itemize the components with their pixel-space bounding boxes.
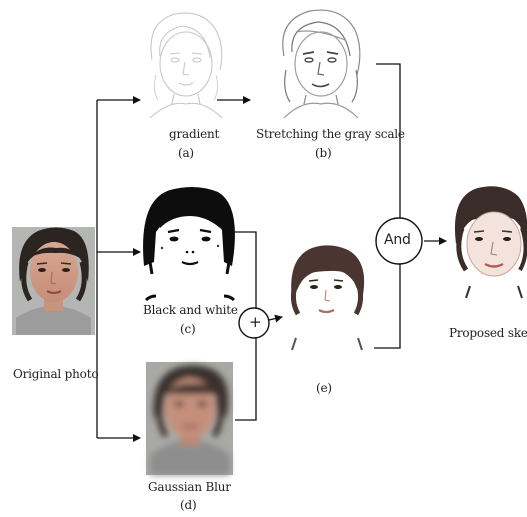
bw-index: (c) — [180, 322, 196, 336]
gradient-index: (a) — [178, 146, 194, 160]
stretch-caption: Stretching the gray scale — [256, 127, 405, 141]
combined-index: (e) — [316, 381, 332, 395]
stretched-grayscale-image — [282, 9, 361, 119]
gaussian-caption: Gaussian Blur — [148, 480, 231, 494]
gradient-caption: gradient — [169, 127, 220, 141]
plus-operator — [238, 307, 270, 339]
and-operator-label: And — [384, 232, 411, 248]
original-photo — [12, 227, 95, 335]
stretch-index: (b) — [315, 146, 332, 160]
proposed-caption: Proposed sket — [449, 326, 527, 340]
gradient-image — [149, 12, 223, 119]
gaussian-index: (d) — [180, 498, 197, 512]
gaussian-blur-image — [146, 362, 233, 475]
original-photo-caption: Original photo — [13, 367, 99, 381]
and-operator — [375, 217, 423, 265]
proposed-sketch-image — [455, 186, 527, 299]
bw-caption: Black and white — [143, 303, 238, 317]
black-white-image — [143, 186, 236, 302]
plus-operator-label: + — [249, 313, 262, 331]
connector-lines — [96, 63, 447, 442]
combined-image — [287, 242, 367, 353]
